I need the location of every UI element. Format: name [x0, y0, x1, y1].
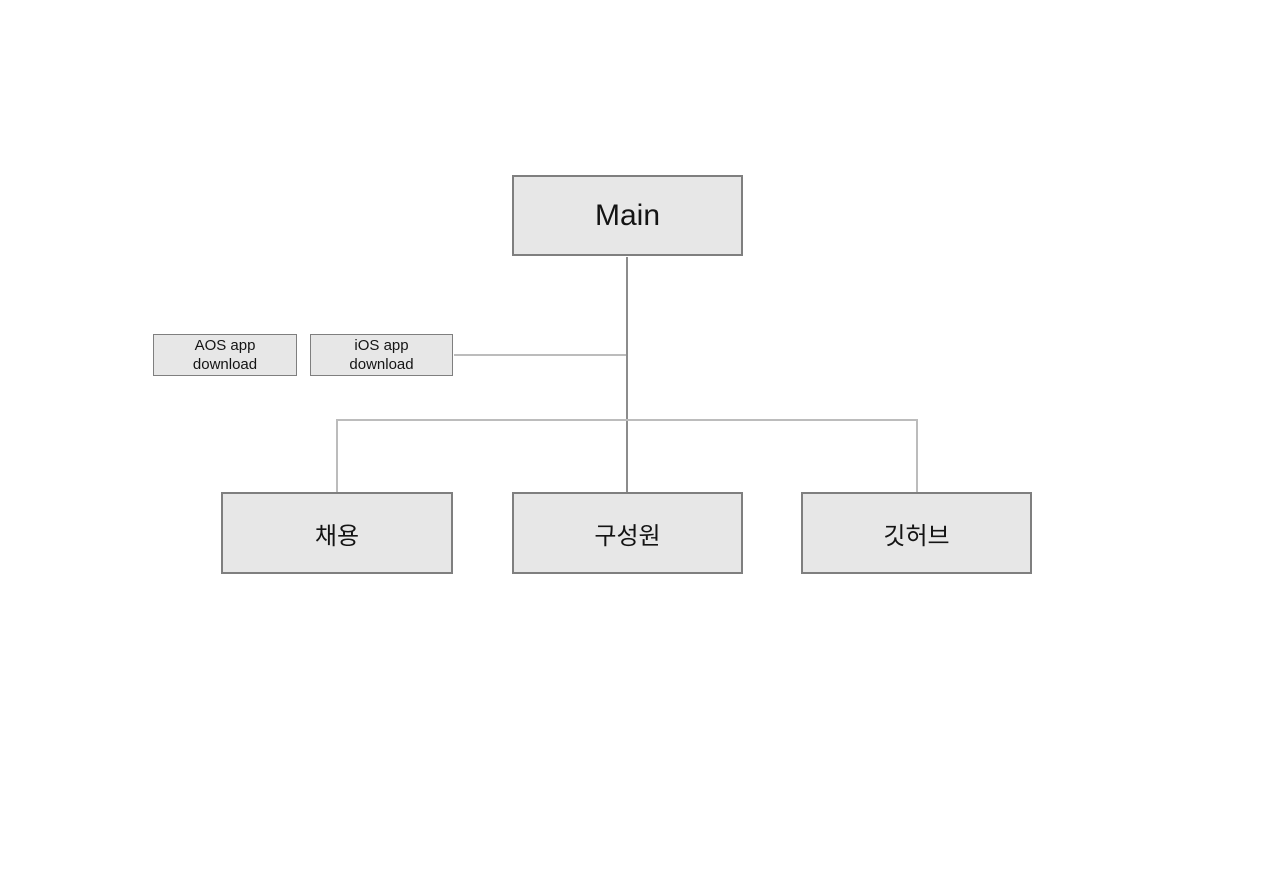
- node-recruit: 채용: [221, 492, 453, 574]
- node-members-label: 구성원: [594, 522, 661, 550]
- node-aos-label: AOS app download: [192, 336, 258, 374]
- connector-recruit-vertical: [336, 419, 338, 492]
- connector-apps-horizontal: [454, 354, 626, 356]
- connector-github-vertical: [916, 419, 918, 492]
- node-ios-label: iOS app download: [349, 336, 414, 374]
- node-recruit-label: 채용: [314, 522, 360, 550]
- connector-branch-horizontal: [336, 419, 917, 421]
- node-members: 구성원: [512, 492, 743, 574]
- node-github-label: 깃허브: [883, 522, 950, 550]
- node-main: Main: [512, 175, 743, 256]
- node-main-label: Main: [594, 198, 661, 232]
- node-ios-app-download: iOS app download: [310, 334, 453, 376]
- node-github: 깃허브: [801, 492, 1032, 574]
- connector-main-vertical: [626, 257, 628, 492]
- node-aos-app-download: AOS app download: [153, 334, 297, 376]
